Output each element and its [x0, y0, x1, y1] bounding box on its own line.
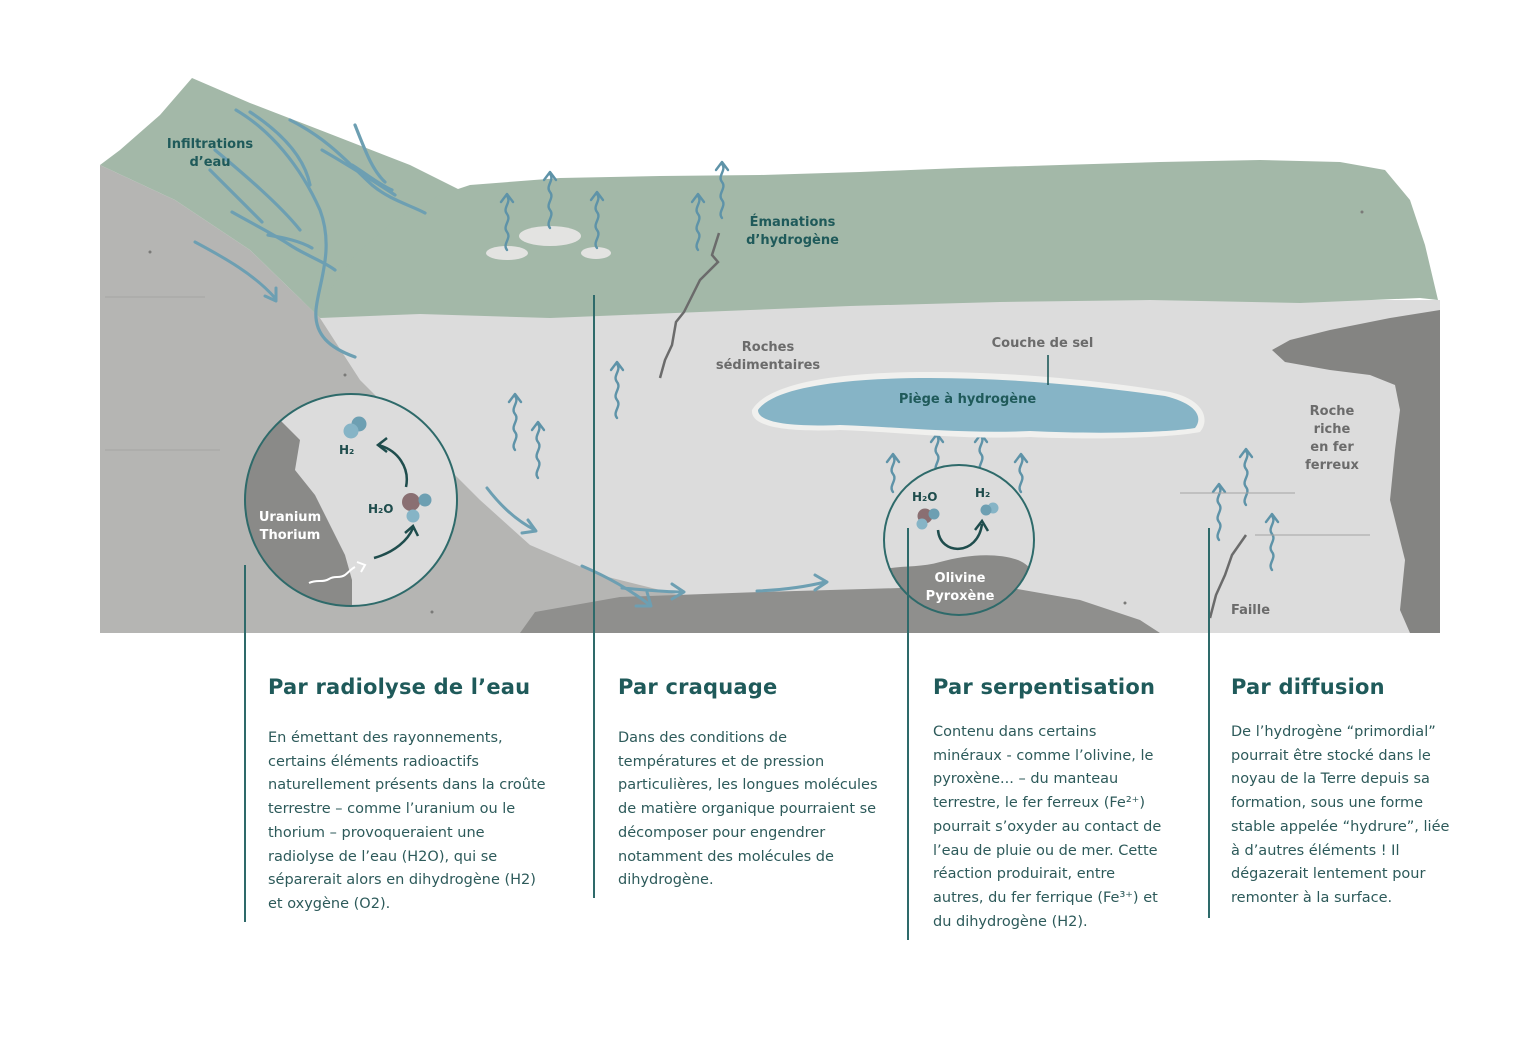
label-h2-right: H₂ — [975, 486, 990, 500]
section-cracking: Par craquage Dans des conditions de temp… — [618, 675, 880, 893]
section-diffusion: Par diffusion De l’hydrogène “primordial… — [1231, 675, 1456, 911]
section-title: Par radiolyse de l’eau — [268, 675, 548, 699]
label-olivine-pyroxene: Olivine Pyroxène — [920, 570, 1000, 606]
section-text: Dans des conditions de températures et d… — [618, 727, 880, 893]
connector-line — [1208, 528, 1210, 918]
label-h2-left: H₂ — [339, 443, 354, 457]
section-text: Contenu dans certains minéraux - comme l… — [933, 721, 1165, 934]
connector-line — [244, 565, 246, 922]
section-title: Par craquage — [618, 675, 880, 699]
label-infiltrations: Infiltrations d’eau — [160, 136, 260, 172]
section-title: Par diffusion — [1231, 675, 1456, 699]
label-h2o-left: H₂O — [368, 502, 394, 516]
section-radiolysis: Par radiolyse de l’eau En émettant des r… — [268, 675, 548, 917]
label-h2o-right: H₂O — [912, 490, 938, 504]
geology-diagram — [0, 0, 1536, 660]
plateau — [320, 160, 1438, 318]
section-title: Par serpentisation — [933, 675, 1165, 699]
connector-line — [907, 528, 909, 940]
label-uranium-thorium: Uranium Thorium — [250, 509, 330, 545]
label-salt-layer: Couche de sel — [985, 335, 1100, 353]
surface-puddle — [581, 247, 611, 259]
label-fault: Faille — [1223, 602, 1278, 620]
connector-line — [593, 295, 595, 898]
label-iron-rich-rock: Roche riche en fer ferreux — [1292, 403, 1372, 475]
section-serpentinization: Par serpentisation Contenu dans certains… — [933, 675, 1165, 934]
section-text: De l’hydrogène “primordial” pourrait êtr… — [1231, 721, 1456, 911]
section-text: En émettant des rayonnements, certains é… — [268, 727, 548, 917]
label-hydrogen-trap: Piège à hydrogène — [890, 391, 1045, 409]
label-sedimentary-rocks: Roches sédimentaires — [708, 339, 828, 375]
label-emanations: Émanations d’hydrogène — [735, 214, 850, 250]
